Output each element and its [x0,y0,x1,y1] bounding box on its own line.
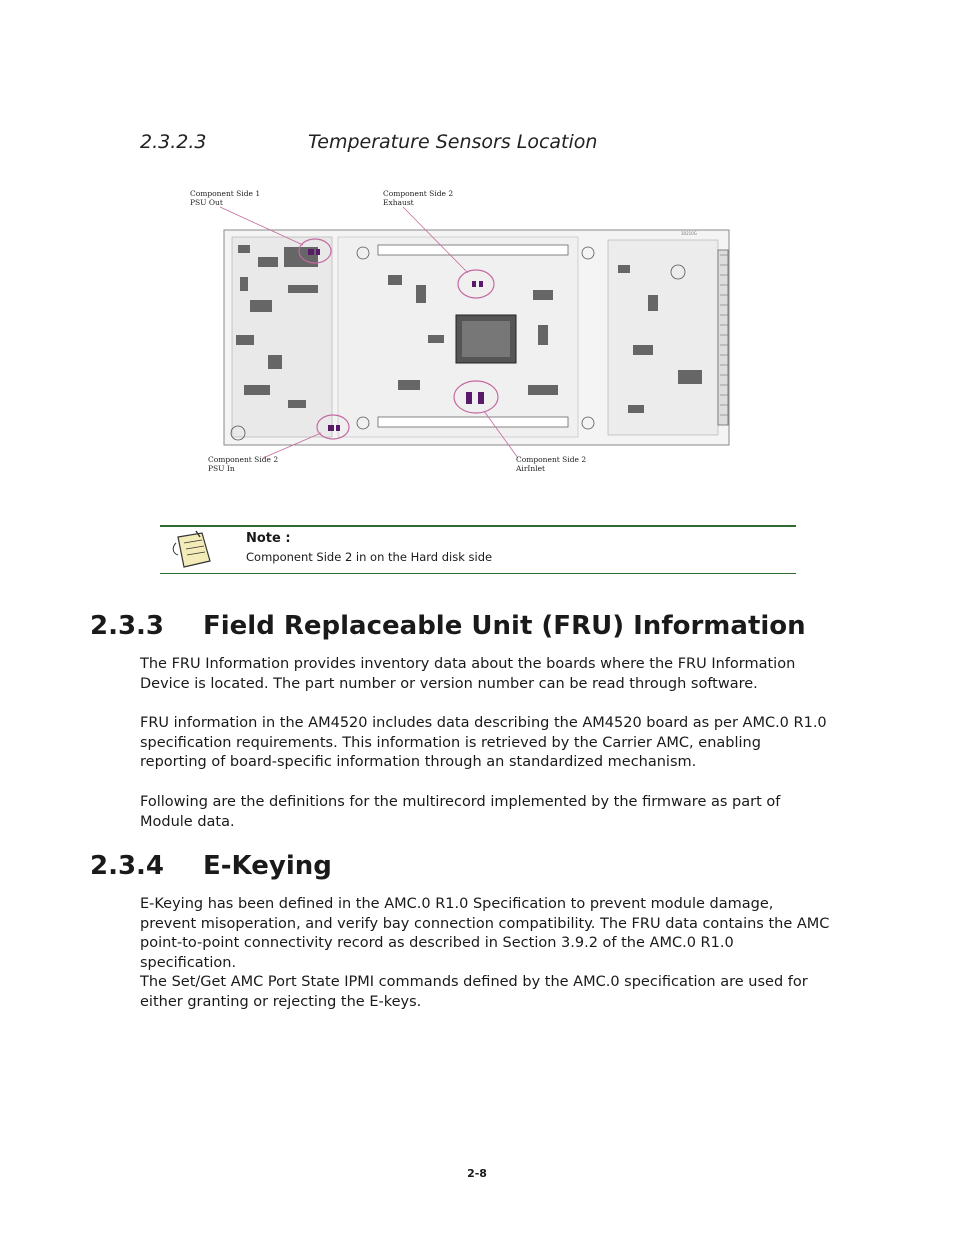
board-diagram: 30210G [219,206,730,459]
svg-text:30210G: 30210G [681,231,697,236]
paragraph: The Set/Get AMC Port State IPMI commands… [140,974,808,1010]
note-text: Component Side 2 in on the Hard disk sid… [246,550,493,564]
section-title: Field Replaceable Unit (FRU) Information [203,611,806,641]
callout-air-inlet-line1: Component Side 2 [516,455,587,464]
page-number: 2-8 [467,1167,487,1180]
callout-psu-out-line2: PSU Out [190,198,223,207]
callout-psu-out: Component Side 1 PSU Out [190,189,260,207]
note-pad-icon [172,530,211,568]
section-title: E-Keying [203,851,332,881]
callout-air-inlet-line2: AirInlet [516,464,546,473]
subsection-title: Temperature Sensors Location [308,131,598,153]
section-number: 2.3.4 [90,851,165,881]
callout-psu-in: Component Side 2 PSU In [208,455,278,473]
callout-exhaust: Component Side 2 Exhaust [383,189,453,207]
callout-air-inlet: Component Side 2 AirInlet [516,455,586,473]
note-title: Note : [246,531,291,546]
paragraph: FRU information in the AM4520 includes d… [140,715,827,771]
paragraph: E-Keying has been defined in the AMC.0 R… [140,896,830,972]
subsection-number: 2.3.2.3 [140,131,207,153]
callout-psu-in-line1: Component Side 2 [208,455,279,464]
paragraph: The FRU Information provides inventory d… [140,656,796,692]
section-number: 2.3.3 [90,611,165,641]
callout-exhaust-line1: Component Side 2 [383,189,454,198]
callout-psu-in-line2: PSU In [208,464,235,473]
note-box: Note : Component Side 2 in on the Hard d… [160,525,796,574]
board-figure: 30210G Component Side 1 PSU Out Componen… [188,185,748,475]
callout-psu-out-line1: Component Side 1 [190,189,261,198]
paragraph: Following are the definitions for the mu… [140,794,781,830]
callout-exhaust-line2: Exhaust [383,198,414,207]
